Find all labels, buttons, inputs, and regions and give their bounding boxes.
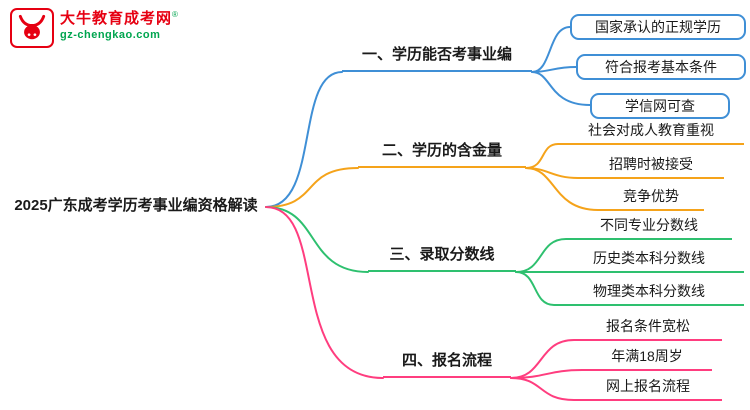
- leaf-node-1-2: 符合报考基本条件: [576, 54, 746, 80]
- root-node: 2025广东成考学历考事业编资格解读: [14, 197, 258, 214]
- site-logo: 大牛教育成考网® gz-chengkao.com: [10, 8, 179, 48]
- leaf-node-4-3: 网上报名流程: [574, 376, 722, 401]
- leaf-node-3-3: 物理类本科分数线: [554, 281, 744, 306]
- leaf-node-4-1: 报名条件宽松: [574, 316, 722, 341]
- leaf-node-1-1: 国家承认的正规学历: [570, 14, 746, 40]
- site-url: gz-chengkao.com: [60, 29, 161, 42]
- branch-node-2: 二、学历的含金量: [358, 141, 526, 168]
- bull-icon-graphic: [18, 14, 46, 40]
- leaf-node-2-2: 招聘时被接受: [578, 154, 724, 179]
- bull-icon: [10, 8, 54, 48]
- leaf-node-2-3: 竞争优势: [598, 186, 704, 211]
- leaf-node-4-2: 年满18周岁: [582, 346, 712, 371]
- leaf-node-1-3: 学信网可查: [590, 93, 730, 119]
- registered-mark: ®: [172, 10, 179, 19]
- leaf-node-2-1: 社会对成人教育重视: [558, 120, 744, 145]
- logo-text: 大牛教育成考网® gz-chengkao.com: [60, 8, 179, 42]
- leaf-node-3-2: 历史类本科分数线: [554, 248, 744, 273]
- leaf-node-3-1: 不同专业分数线: [566, 215, 732, 240]
- branch-node-4: 四、报名流程: [383, 351, 511, 378]
- branch-node-3: 三、录取分数线: [368, 245, 516, 272]
- branch-node-1: 一、学历能否考事业编: [342, 45, 532, 72]
- site-name: 大牛教育成考网®: [60, 10, 179, 27]
